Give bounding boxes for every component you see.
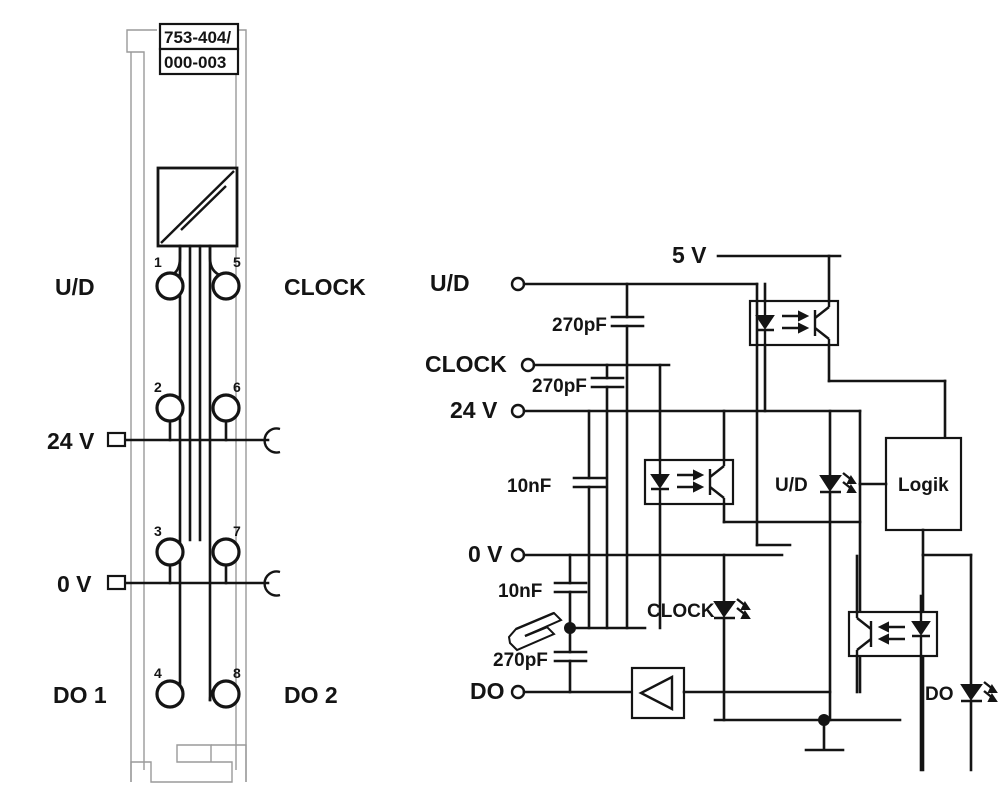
terminal-node-do[interactable] [510, 684, 526, 700]
supply-0v-label: 0 V [57, 571, 92, 597]
module-internal-bus [178, 244, 212, 702]
din-rail-icon [507, 611, 563, 652]
pin-5-contact[interactable] [211, 271, 241, 301]
module-drawing: 753-404/ 000-003 1 5 2 6 24 V [47, 22, 366, 783]
buffer-amplifier-icon [638, 675, 674, 711]
pin-1-contact[interactable] [155, 271, 185, 301]
optocoupler-do-output-icon [847, 610, 939, 658]
supply-24v-terminal-icon [106, 431, 127, 448]
pin-4-contact[interactable] [155, 679, 185, 709]
pin-4-number: 4 [154, 665, 162, 681]
indicator-slash-short [180, 185, 227, 231]
supply-0v-terminal-icon [106, 574, 127, 591]
part-number-box-lower [158, 47, 240, 76]
led-do-icon [960, 681, 998, 703]
module-label-do2: DO 2 [284, 682, 338, 708]
terminal-label-ud: U/D [430, 270, 470, 296]
pin-3-contact[interactable] [155, 537, 185, 567]
terminal-node-24v[interactable] [510, 403, 526, 419]
indicator-slash-long [160, 170, 235, 244]
pin-7-number: 7 [233, 523, 241, 539]
module-label-do1: DO 1 [53, 682, 107, 708]
pin-1-number: 1 [154, 254, 162, 270]
terminal-label-0v: 0 V [468, 541, 503, 567]
optocoupler-clock-input-icon [643, 458, 735, 506]
indicator-label-ud: U/D [775, 475, 808, 496]
led-ud-icon [819, 472, 857, 494]
optocoupler-ud-input-icon [748, 299, 840, 347]
module-top-latch [126, 29, 157, 73]
terminal-label-do: DO [470, 678, 505, 704]
pin-2-number: 2 [154, 379, 162, 395]
pin-5-lead [208, 244, 224, 278]
module-label-ud: U/D [55, 274, 95, 300]
terminal-node-0v[interactable] [510, 547, 526, 563]
supply-5v-label: 5 V [672, 242, 707, 268]
pin-3-number: 3 [154, 523, 162, 539]
pin-7-contact[interactable] [211, 537, 241, 567]
part-number-line2: 000-003 [164, 53, 226, 72]
terminal-label-24v: 24 V [450, 397, 498, 423]
led-clock-icon [713, 598, 751, 620]
module-label-clock: CLOCK [284, 274, 366, 300]
capacitor-label-c2: 270pF [532, 376, 587, 397]
module-bottom-latch [130, 744, 233, 783]
indicator-label-clock: CLOCK [647, 601, 715, 622]
common-rail-junction-dot [564, 622, 576, 634]
supply-24v-hook-icon [263, 427, 281, 454]
circuit-schematic: U/D CLOCK 24 V 0 V DO 5 V 270pF 270pF 1 [425, 242, 998, 772]
module-bottom-right-foot [211, 744, 247, 782]
supply-0v-hook-icon [263, 570, 281, 597]
pin-8-contact[interactable] [211, 679, 241, 709]
pin-5-number: 5 [233, 254, 241, 270]
logic-block-label: Logik [898, 475, 949, 496]
capacitor-label-c1: 270pF [552, 315, 607, 336]
pin-2-contact[interactable] [155, 393, 185, 423]
capacitor-label-c4: 10nF [498, 581, 542, 602]
pin-6-contact[interactable] [211, 393, 241, 423]
indicator-label-do: DO [925, 684, 954, 705]
part-number-line1: 753-404/ [164, 28, 231, 47]
pin-6-number: 6 [233, 379, 241, 395]
terminal-node-clock[interactable] [520, 357, 536, 373]
supply-24v-label: 24 V [47, 428, 95, 454]
pin-8-number: 8 [233, 665, 241, 681]
terminal-node-ud[interactable] [510, 276, 526, 292]
terminal-label-clock: CLOCK [425, 351, 507, 377]
capacitor-label-c3: 10nF [507, 476, 551, 497]
capacitor-label-c5: 270pF [493, 650, 548, 671]
